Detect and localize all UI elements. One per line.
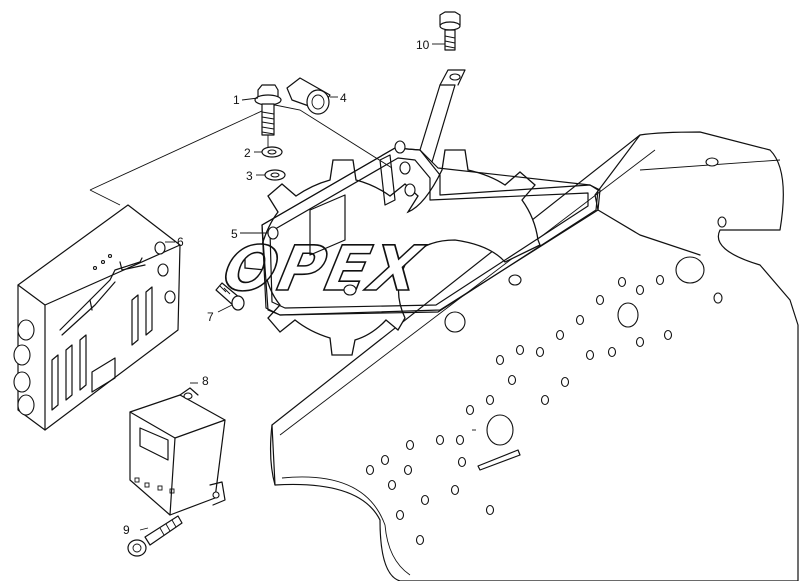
watermark-text: OPEX (217, 233, 429, 305)
callout-2: 2 (244, 146, 251, 160)
assembly-leader-2 (89, 189, 121, 206)
callout-labels: 1 2 3 4 5 6 7 8 9 10 (123, 38, 430, 537)
bolt-9-part (127, 515, 183, 557)
bolt-10-part (439, 11, 461, 51)
callout-10: 10 (416, 38, 430, 52)
spacer-part (264, 169, 286, 181)
sleeve-part (286, 77, 331, 115)
callout-1: 1 (233, 93, 240, 107)
assembly-leader (89, 104, 393, 191)
callout-leaders (139, 43, 445, 531)
frame-rail (269, 131, 799, 581)
bolt-7-part (215, 282, 245, 311)
callout-4: 4 (340, 91, 347, 105)
callout-5: 5 (231, 227, 238, 241)
control-unit (13, 204, 181, 431)
mounting-bracket (261, 69, 601, 316)
callout-3: 3 (246, 169, 253, 183)
washer-part (261, 146, 283, 158)
ecu-module (129, 387, 226, 516)
callout-6: 6 (177, 235, 184, 249)
gear-icon (244, 149, 541, 356)
callout-7: 7 (207, 310, 214, 324)
callout-9: 9 (123, 523, 130, 537)
callout-8: 8 (202, 374, 209, 388)
watermark-logo: OPEX (216, 149, 541, 356)
flange-bolt-part (254, 84, 282, 148)
